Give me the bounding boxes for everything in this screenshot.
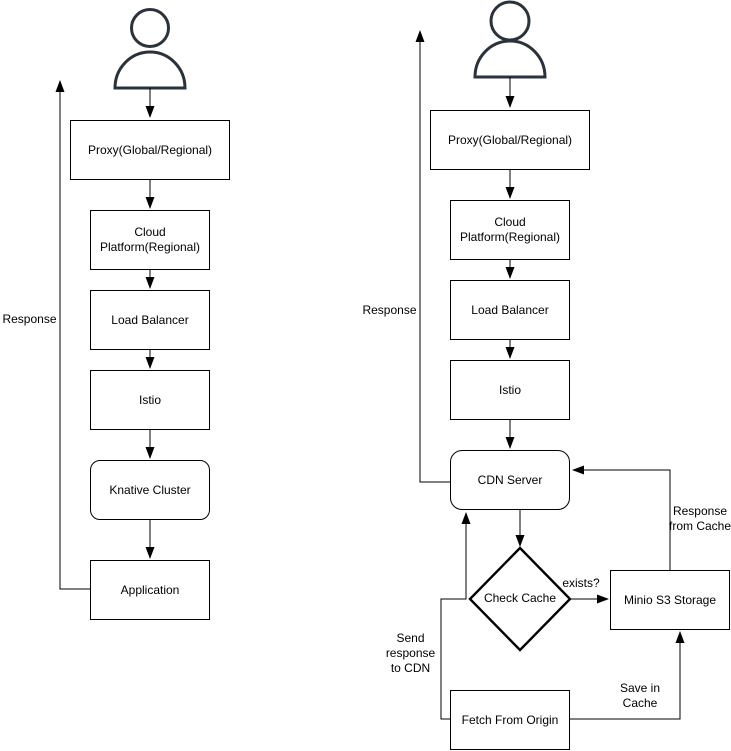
response-label-right: Response bbox=[362, 303, 417, 317]
user-icon bbox=[473, 0, 547, 79]
node-cloud-platform: Cloud Platform(Regional) bbox=[90, 210, 210, 270]
node-cloud-platform: Cloud Platform(Regional) bbox=[450, 200, 570, 260]
node-proxy: Proxy(Global/Regional) bbox=[70, 120, 230, 180]
edge-minio-response-from-cache-to-cdn bbox=[572, 465, 671, 570]
edge-fetch-send-response-to-cdn bbox=[440, 512, 471, 720]
node-fetch-from-origin: Fetch From Origin bbox=[450, 690, 570, 750]
node-load-balancer: Load Balancer bbox=[90, 290, 210, 350]
node-proxy: Proxy(Global/Regional) bbox=[430, 110, 590, 170]
user-icon bbox=[113, 8, 187, 90]
node-check-cache-label: Check Cache bbox=[483, 591, 557, 605]
node-istio: Istio bbox=[450, 360, 570, 420]
edge-cdn-response-to-user bbox=[415, 30, 450, 483]
exists-label: exists? bbox=[562, 576, 600, 590]
node-istio: Istio bbox=[90, 370, 210, 430]
check-cache-diamond bbox=[468, 546, 572, 652]
node-cdn-server: CDN Server bbox=[450, 450, 570, 510]
send-response-to-cdn-label: Send response to CDN bbox=[385, 631, 436, 675]
response-label-left: Response bbox=[2, 312, 57, 326]
node-knative-cluster: Knative Cluster bbox=[90, 460, 210, 520]
response-from-cache-label: Response from Cache bbox=[668, 504, 731, 533]
node-application: Application bbox=[90, 560, 210, 620]
node-load-balancer: Load Balancer bbox=[450, 280, 570, 340]
edge-fetch-save-in-cache-to-minio bbox=[570, 631, 685, 720]
node-minio-s3-storage: Minio S3 Storage bbox=[610, 570, 730, 630]
edge-application-response-to-user bbox=[55, 80, 90, 590]
save-in-cache-label: Save in Cache bbox=[619, 681, 661, 710]
